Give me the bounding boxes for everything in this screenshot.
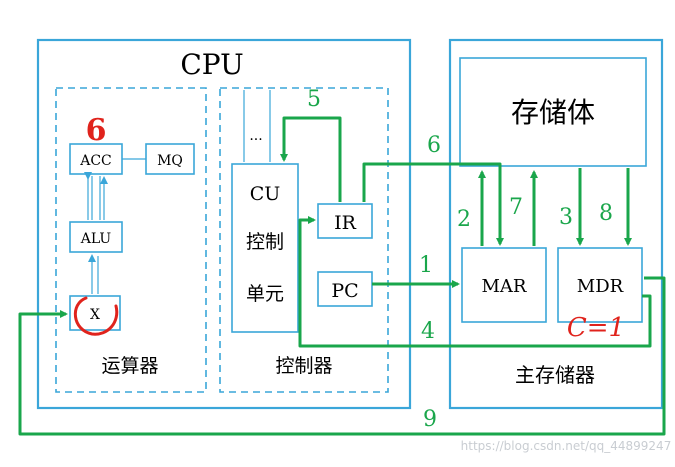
step-1-label: 1 bbox=[419, 253, 433, 278]
alu-unit bbox=[69, 221, 123, 253]
step-9-label: 9 bbox=[423, 407, 437, 432]
mdr-label: MDR bbox=[577, 276, 624, 297]
step-7-label: 7 bbox=[509, 195, 523, 220]
arrow-step-4 bbox=[298, 216, 652, 348]
pc-label: PC bbox=[331, 280, 358, 302]
cu-label-1: CU bbox=[250, 183, 281, 205]
ir-register bbox=[317, 203, 373, 239]
storage-label: 存储体 bbox=[511, 96, 595, 129]
step-3-label: 3 bbox=[559, 205, 573, 230]
storage-block bbox=[459, 57, 647, 167]
alu-section bbox=[55, 87, 207, 393]
watermark: https://blog.csdn.net/qq_44899247 bbox=[461, 439, 672, 453]
mdr-register bbox=[557, 247, 643, 323]
step-5-label: 5 bbox=[307, 87, 321, 112]
ir-label: IR bbox=[334, 212, 357, 234]
step-6-label: 6 bbox=[427, 133, 441, 158]
acc-handwritten-number: 6 bbox=[86, 113, 107, 148]
mar-register bbox=[461, 247, 547, 323]
step-4-label: 4 bbox=[421, 319, 435, 344]
arrow-step-9 bbox=[18, 276, 666, 436]
control-section bbox=[219, 87, 389, 393]
mq-label: MQ bbox=[157, 153, 183, 169]
cpu-box bbox=[36, 38, 412, 410]
alu-label: ALU bbox=[80, 231, 112, 247]
cpu-title: CPU bbox=[180, 48, 243, 81]
acc-label: ACC bbox=[79, 153, 112, 169]
control-section-label: 控制器 bbox=[275, 355, 332, 377]
alu-section-label: 运算器 bbox=[101, 355, 158, 377]
x-red-circle bbox=[74, 296, 119, 336]
cu-label-2: 控制 bbox=[246, 231, 284, 253]
mdr-handwritten-note: C=1 bbox=[567, 313, 625, 343]
cu-unit bbox=[231, 163, 299, 333]
mar-label: MAR bbox=[482, 276, 527, 297]
x-label: X bbox=[90, 307, 100, 323]
memory-box bbox=[448, 38, 664, 410]
cu-ellipsis: ... bbox=[249, 128, 262, 144]
step-8-label: 8 bbox=[599, 201, 613, 226]
step-2-label: 2 bbox=[457, 207, 471, 232]
memory-label: 主存储器 bbox=[515, 363, 595, 387]
arrow-step-5 bbox=[280, 116, 342, 202]
pc-register bbox=[317, 271, 373, 307]
cu-label-3: 单元 bbox=[246, 283, 284, 305]
arrow-step-6 bbox=[362, 162, 504, 246]
